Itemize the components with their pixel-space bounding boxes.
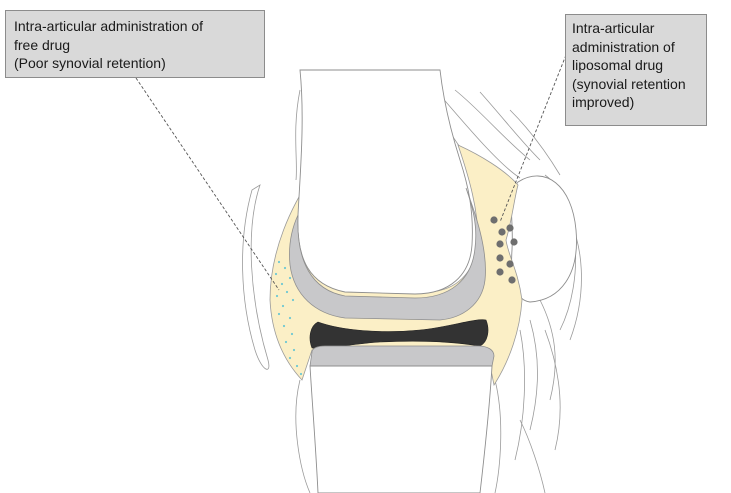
liposomal-drug-callout: Intra-articular administration of liposo…	[565, 14, 707, 126]
patella-shape	[511, 176, 576, 302]
tibia-bone	[310, 366, 492, 493]
liposomal-drug-callout-line-1: Intra-articular	[572, 19, 700, 38]
liposomal-drug-callout-line-2: administration of	[572, 38, 700, 57]
free-drug-callout-line-1: Intra-articular administration of	[14, 17, 256, 36]
liposomal-drug-callout-line-3: liposomal drug	[572, 56, 700, 75]
free-drug-callout-line-2: free drug	[14, 36, 256, 55]
free-drug-leader-line	[136, 78, 279, 290]
tibial-cartilage	[310, 346, 494, 366]
liposomal-drug-callout-line-5: improved)	[572, 93, 700, 112]
free-drug-callout-line-3: (Poor synovial retention)	[14, 54, 256, 73]
femur-bone	[298, 70, 473, 294]
free-drug-callout: Intra-articular administration of free d…	[5, 10, 265, 78]
liposomal-drug-callout-line-4: (synovial retention	[572, 75, 700, 94]
